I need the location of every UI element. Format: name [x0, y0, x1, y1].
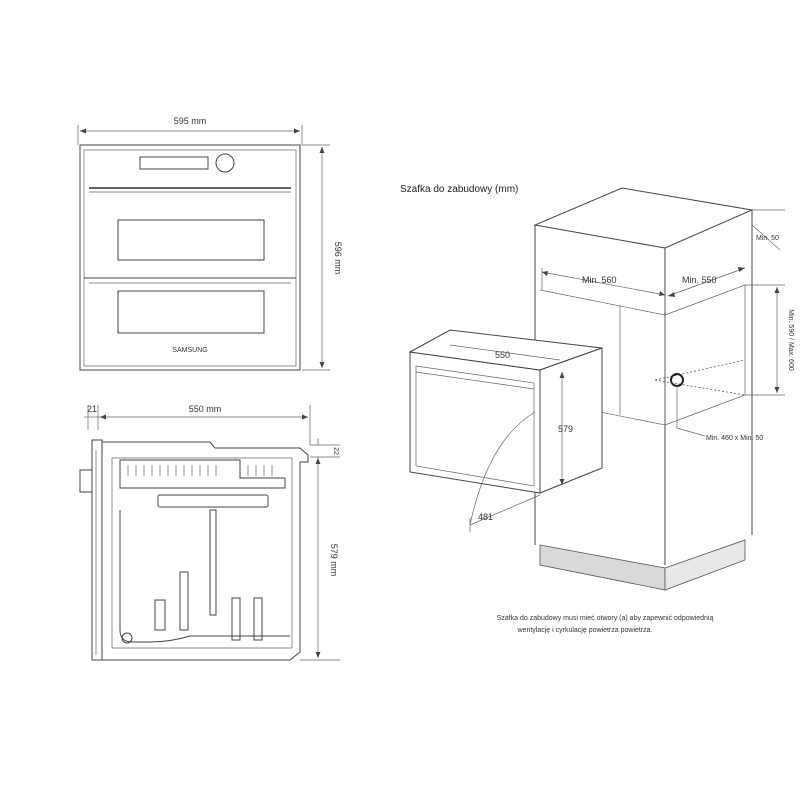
front-view: 595 mm SAMSUNG 596 mm	[77, 116, 343, 371]
door-swing-arc	[469, 411, 536, 526]
front-height-label: 596 mm	[333, 242, 343, 275]
oven-height-label: 579	[558, 424, 573, 434]
ventilation-note: Szafka do zabudowy musi mieć otwory (a) …	[497, 615, 714, 634]
side-vents	[127, 465, 273, 476]
cabinet-height-range-label: Min. 590 / Max. 600	[787, 309, 794, 371]
front-brand: SAMSUNG	[172, 347, 207, 354]
cabinet-view: Szafka do zabudowy (mm) Min. 50 Min. 560…	[400, 184, 794, 591]
front-knob-icon	[215, 153, 235, 173]
cabinet-outline	[533, 187, 754, 249]
front-oven-outline	[79, 144, 301, 371]
cabinet-title: Szafka do zabudowy (mm)	[400, 184, 518, 195]
side-depth-label: 550 mm	[189, 404, 222, 414]
oven-depth-label: 550	[495, 350, 510, 360]
side-front-panel	[91, 439, 103, 661]
side-body-outline	[102, 441, 309, 661]
front-upper-window	[117, 219, 265, 261]
door-swing-label: 481	[478, 512, 493, 522]
front-lower-window	[117, 290, 265, 334]
front-width-label: 595 mm	[174, 116, 207, 126]
vent-opening-icon	[670, 373, 684, 387]
cabinet-vent-range-label: Min. 460 x Min. 50	[706, 435, 763, 442]
side-view: 21 550 mm	[79, 404, 340, 661]
cabinet-min-depth-label: Min. 550	[682, 275, 717, 285]
side-fixing-icon	[121, 632, 133, 644]
side-height-label: 579 mm	[329, 544, 339, 577]
note-line-1: Szafka do zabudowy musi mieć otwory (a) …	[497, 615, 714, 622]
note-line-2: wentylację i cyrkulację powietrza powiet…	[517, 627, 653, 634]
cabinet-min-top-label: Min. 50	[756, 235, 779, 242]
side-front-depth-label: 21	[87, 404, 97, 414]
cabinet-min-width-label: Min. 560	[582, 275, 617, 285]
front-display	[139, 156, 209, 170]
side-top-gap-label: 22	[332, 447, 339, 455]
